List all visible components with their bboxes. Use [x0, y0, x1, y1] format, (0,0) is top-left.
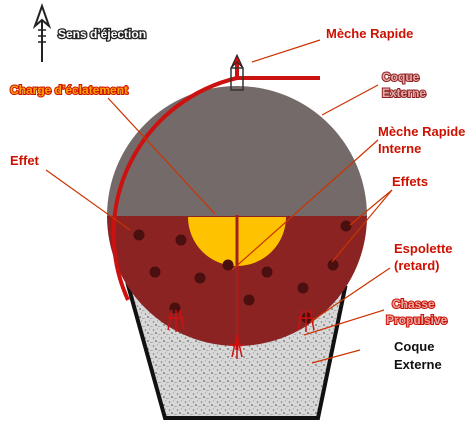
ejection-arrow-icon — [32, 2, 52, 62]
label-outer-shell-bottom-2: Externe — [394, 357, 442, 372]
label-outer-shell-top-1: Coque — [382, 70, 420, 84]
lift-charge-flames — [167, 309, 315, 359]
label-effect: Effet — [10, 153, 40, 168]
label-lift-charge-2: Propulsive — [386, 313, 448, 327]
label-inner-fuse-2: Interne — [378, 141, 421, 156]
label-time-fuse-2: (retard) — [394, 258, 440, 273]
label-effects: Effets — [392, 174, 428, 189]
ejection-direction-label: Sens d’éjection — [58, 27, 146, 41]
star-effects — [133, 220, 352, 324]
leader-lines — [45, 39, 393, 364]
label-lift-charge-1: Chasse — [392, 297, 435, 311]
label-outer-shell-top-2: Externe — [382, 86, 426, 100]
label-fast-fuse: Mèche Rapide — [326, 26, 413, 41]
label-bursting-charge: Charge d’éclatement — [10, 83, 128, 97]
label-time-fuse-1: Espolette — [394, 241, 453, 256]
label-outer-shell-bottom-1: Coque — [394, 339, 434, 354]
label-inner-fuse-1: Mèche Rapide — [378, 124, 465, 139]
